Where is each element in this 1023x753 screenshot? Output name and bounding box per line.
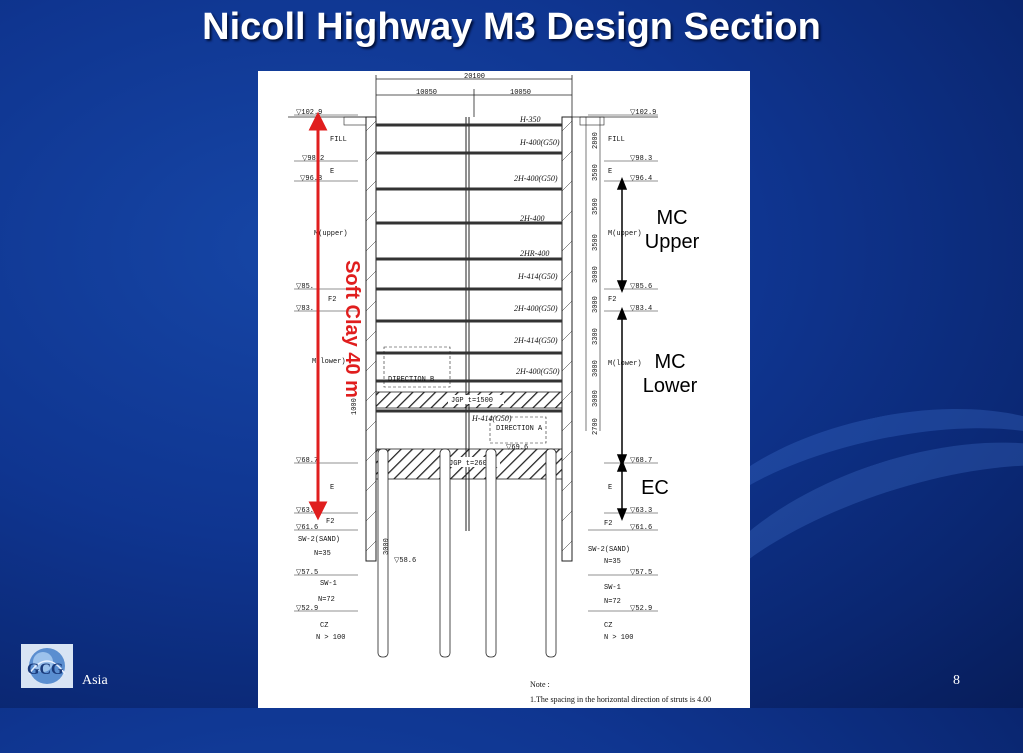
direction-b-label: DIRECTION B: [388, 376, 434, 384]
svg-text:▽57.5: ▽57.5: [296, 569, 318, 577]
note-text: 1.The spacing in the horizontal directio…: [530, 695, 711, 704]
svg-text:N=72: N=72: [318, 596, 335, 604]
svg-text:SW-1: SW-1: [320, 580, 337, 588]
svg-text:3300: 3300: [592, 328, 600, 345]
svg-text:FILL: FILL: [330, 136, 347, 144]
dim-half-right: 10050: [510, 89, 531, 97]
ec-arrow: [616, 458, 628, 522]
svg-text:▽83.: ▽83.: [296, 305, 314, 313]
svg-text:E: E: [330, 168, 334, 176]
svg-text:3500: 3500: [592, 198, 600, 215]
svg-text:E: E: [330, 484, 334, 492]
level-58: ▽58.6: [394, 557, 416, 565]
svg-text:▽68.7: ▽68.7: [296, 457, 318, 465]
svg-text:▽96.3: ▽96.3: [300, 175, 322, 183]
svg-text:▽85.: ▽85.: [296, 283, 314, 291]
strut-label: 2H-400(G50): [514, 304, 558, 313]
soft-clay-label: Soft Clay 40 m: [341, 260, 363, 398]
strut-label: H-350: [519, 115, 540, 124]
svg-text:GCG: GCG: [27, 661, 64, 678]
svg-text:▽61.6: ▽61.6: [296, 524, 318, 532]
svg-text:F2: F2: [326, 518, 334, 526]
strut-label: 2H-400: [520, 214, 544, 223]
jgp-lower-label: JGP t=2600: [449, 460, 491, 468]
slide-title: Nicoll Highway M3 Design Section: [202, 6, 821, 48]
svg-text:▽52.9: ▽52.9: [296, 605, 318, 613]
footer-label: Asia: [82, 673, 108, 688]
strut-label: 2H-400(G50): [516, 367, 560, 376]
strut-label: 2H-400(G50): [514, 174, 558, 183]
mc-lower-label: MC Lower: [642, 351, 698, 397]
svg-text:▽52.9: ▽52.9: [630, 605, 652, 613]
svg-text:▽102.9: ▽102.9: [296, 109, 322, 117]
svg-text:M(lower): M(lower): [608, 360, 642, 368]
svg-text:▽98.2: ▽98.2: [302, 155, 324, 163]
svg-text:3000: 3000: [592, 296, 600, 313]
ec-label: EC: [641, 477, 669, 499]
svg-text:3000: 3000: [592, 360, 600, 377]
dim-3000: 3000: [383, 538, 391, 555]
svg-text:3000: 3000: [592, 390, 600, 407]
mc-upper-arrow: [616, 176, 628, 294]
svg-text:▽57.5: ▽57.5: [630, 569, 652, 577]
svg-text:E: E: [608, 168, 612, 176]
svg-text:N > 100: N > 100: [316, 634, 345, 642]
svg-text:2700: 2700: [592, 418, 600, 435]
mc-upper-label: MC Upper: [644, 207, 700, 253]
svg-text:CZ: CZ: [320, 622, 328, 630]
svg-text:SW-2(SAND): SW-2(SAND): [298, 536, 340, 544]
svg-text:▽85.6: ▽85.6: [630, 283, 652, 291]
svg-text:F2: F2: [608, 296, 616, 304]
strut-label: 2H-414(G50): [514, 336, 558, 345]
svg-text:3000: 3000: [592, 266, 600, 283]
direction-a-label: DIRECTION A: [496, 425, 543, 433]
svg-text:▽83.4: ▽83.4: [630, 305, 652, 313]
strut-label: 2HR-400: [520, 249, 549, 258]
strut-label: H-414(G50): [517, 272, 558, 281]
svg-text:▽63.: ▽63.: [296, 507, 314, 515]
note-title: Note :: [530, 680, 550, 689]
svg-text:M(lower): M(lower): [312, 358, 346, 366]
design-section-drawing: 20100 10050 10050: [258, 71, 750, 708]
right-diaphragm-wall: [561, 116, 573, 562]
svg-text:SW-1: SW-1: [604, 584, 621, 592]
strut-label: H-414(G50): [471, 414, 512, 423]
svg-text:3500: 3500: [592, 164, 600, 181]
svg-text:SW-2(SAND): SW-2(SAND): [588, 546, 630, 554]
svg-text:N=35: N=35: [314, 550, 331, 558]
svg-text:N > 100: N > 100: [604, 634, 633, 642]
dim-total: 20100: [464, 73, 485, 81]
level-inner: ▽69.6: [506, 444, 528, 452]
gcg-logo: GCG: [21, 644, 73, 688]
svg-text:3500: 3500: [592, 234, 600, 251]
svg-text:▽61.6: ▽61.6: [630, 524, 652, 532]
svg-text:▽63.3: ▽63.3: [630, 507, 652, 515]
svg-text:FILL: FILL: [608, 136, 625, 144]
svg-text:M(upper): M(upper): [314, 230, 348, 238]
svg-text:M(upper): M(upper): [608, 230, 642, 238]
soft-clay-arrow: [308, 111, 328, 521]
dim-half-left: 10050: [416, 89, 437, 97]
bored-piles: [377, 448, 557, 658]
spacing-dimension-column: 2800 3500 3500 3500 3000 3000 3300 3000 …: [585, 117, 601, 435]
page-number: 8: [953, 673, 960, 688]
svg-text:F2: F2: [604, 520, 612, 528]
svg-text:▽98.3: ▽98.3: [630, 155, 652, 163]
mc-lower-arrow: [616, 306, 628, 468]
svg-text:F2: F2: [328, 296, 336, 304]
left-diaphragm-wall: [365, 116, 377, 562]
svg-text:2800: 2800: [592, 132, 600, 149]
svg-text:N=72: N=72: [604, 598, 621, 606]
svg-text:CZ: CZ: [604, 622, 612, 630]
svg-text:▽102.9: ▽102.9: [630, 109, 656, 117]
jgp-upper-label: JGP t=1500: [451, 397, 493, 405]
strut-label: H-400(G50): [519, 138, 560, 147]
dim-1000: 1000: [351, 398, 359, 415]
svg-text:▽68.7: ▽68.7: [630, 457, 652, 465]
svg-text:▽96.4: ▽96.4: [630, 175, 652, 183]
svg-text:E: E: [608, 484, 612, 492]
svg-text:N=35: N=35: [604, 558, 621, 566]
